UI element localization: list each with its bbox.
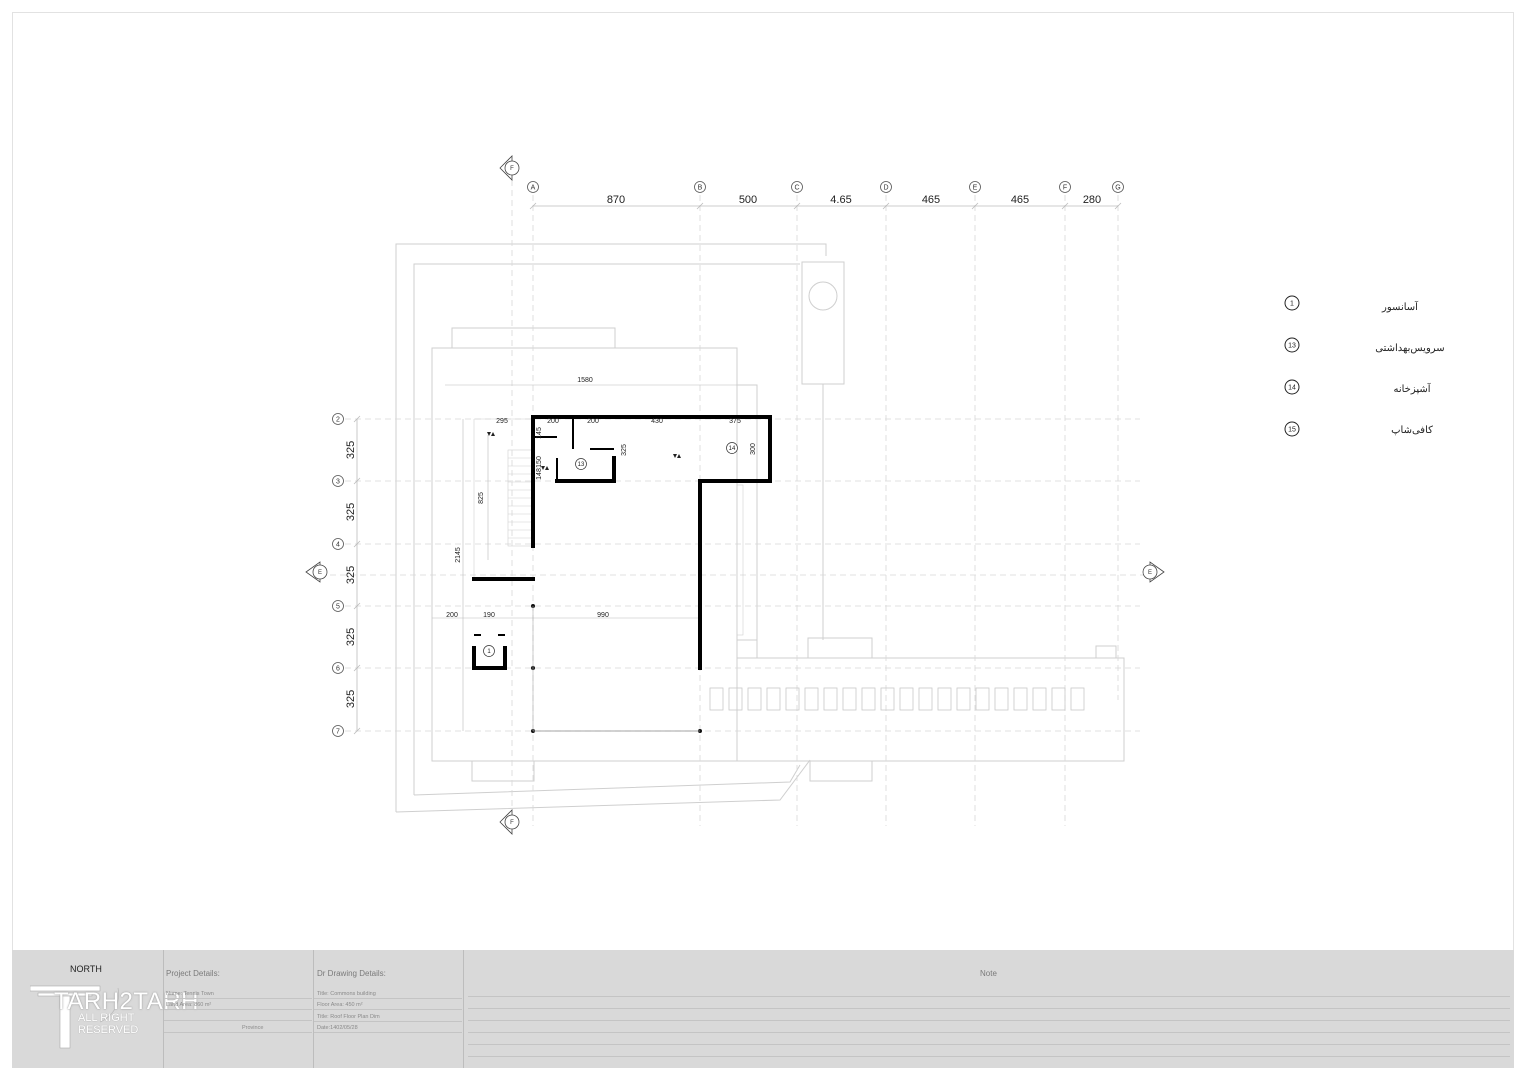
structural-columns bbox=[531, 604, 702, 733]
legend-markers: 1 13 14 15 bbox=[1284, 295, 1300, 437]
column-grid-bubbles: A B C D E F G bbox=[527, 181, 1124, 193]
row-grid-bubbles: 2 3 4 5 6 7 bbox=[332, 413, 344, 737]
dim-text: 148 bbox=[536, 468, 543, 480]
dim-text: 430 bbox=[651, 418, 663, 425]
dim-text: 200 bbox=[446, 612, 458, 619]
drawing-detail-row: Title: Commons building bbox=[317, 991, 376, 997]
dim-text: 280 bbox=[1083, 194, 1101, 206]
building-outline bbox=[395, 243, 1125, 813]
dim-text: 325 bbox=[345, 503, 357, 521]
bench-row bbox=[709, 687, 1085, 711]
grid-label-col: B bbox=[698, 185, 703, 192]
dim-text: 375 bbox=[729, 418, 741, 425]
level-markers bbox=[487, 432, 681, 470]
section-mark-label: E bbox=[1148, 570, 1152, 576]
logo-text: TARH2TARH bbox=[54, 988, 199, 1015]
grid-label-row: 5 bbox=[336, 604, 340, 611]
grid-lines bbox=[330, 180, 1150, 826]
dim-text: 150 bbox=[536, 456, 543, 468]
room-tag: 1 bbox=[487, 649, 491, 655]
legend-number: 14 bbox=[1288, 385, 1296, 392]
top-dimension-line bbox=[529, 202, 1122, 210]
left-dimension-line bbox=[353, 415, 361, 735]
dim-text: 145 bbox=[536, 427, 543, 439]
room-tags: 13 14 1 bbox=[483, 442, 738, 657]
legend-number: 1 bbox=[1290, 301, 1294, 308]
section-markers: F F E E bbox=[305, 155, 1165, 835]
section-mark-label: E bbox=[318, 570, 322, 576]
dim-text: 4.65 bbox=[830, 194, 851, 206]
stair bbox=[473, 418, 744, 636]
partition-walls bbox=[474, 419, 614, 636]
project-details-header: Project Details: bbox=[166, 969, 220, 978]
project-detail-row: Name: Tennis Town bbox=[166, 991, 214, 997]
grid-label-col: A bbox=[531, 185, 536, 192]
grid-label-col: D bbox=[883, 185, 888, 192]
note-cell: Note bbox=[464, 950, 1514, 1068]
grid-label-col: E bbox=[973, 185, 978, 192]
walls bbox=[472, 415, 772, 670]
dim-text: 325 bbox=[345, 566, 357, 584]
legend-number: 15 bbox=[1288, 427, 1296, 434]
dim-text: 325 bbox=[345, 441, 357, 459]
dim-text: 325 bbox=[345, 628, 357, 646]
dim-text: 325 bbox=[345, 690, 357, 708]
room-tag: 14 bbox=[729, 446, 736, 452]
dim-text: 300 bbox=[750, 443, 757, 455]
dim-text: 870 bbox=[607, 194, 625, 206]
dim-text: 2145 bbox=[455, 547, 462, 563]
project-detail-row: Province bbox=[242, 1025, 264, 1031]
section-mark-label: F bbox=[510, 166, 514, 172]
drawing-detail-row: Floor Area: 450 m² bbox=[317, 1002, 363, 1008]
grid-label-row: 4 bbox=[336, 542, 340, 549]
project-detail-row: Land Area: 860 m² bbox=[166, 1002, 212, 1008]
legend-label: کافی‌شاپ bbox=[1391, 425, 1433, 436]
dim-text: 1580 bbox=[577, 377, 593, 384]
grid-label-col: F bbox=[1063, 185, 1067, 192]
inner-dimension-lines bbox=[432, 384, 737, 731]
title-block: NORTH TARH2TARH ALL RIGHT RESERVED Proje… bbox=[12, 950, 1514, 1068]
dim-text: 200 bbox=[587, 418, 599, 425]
note-header: Note bbox=[980, 969, 997, 978]
grid-label-col: C bbox=[794, 185, 799, 192]
north-label: NORTH bbox=[70, 964, 102, 974]
roof-floor-plan: A B C D E F G 2 3 4 5 6 7 F F bbox=[305, 155, 1300, 835]
grid-label-row: 3 bbox=[336, 479, 340, 486]
grid-label-col: G bbox=[1115, 185, 1120, 192]
dim-text: 825 bbox=[478, 492, 485, 504]
dim-text: 465 bbox=[1011, 194, 1029, 206]
logo-subtext: ALL RIGHT RESERVED bbox=[78, 1012, 139, 1036]
legend-label: سرویس‌بهداشتی bbox=[1375, 343, 1445, 354]
dim-text: 200 bbox=[547, 418, 559, 425]
grid-label-row: 6 bbox=[336, 666, 340, 673]
section-mark-label: F bbox=[510, 820, 514, 826]
dim-text: 465 bbox=[922, 194, 940, 206]
drawing-detail-row: Title: Roof Floor Plan Dim bbox=[317, 1014, 380, 1020]
dim-text: 295 bbox=[496, 418, 508, 425]
grid-label-row: 7 bbox=[336, 729, 340, 736]
grid-dimensions: 870 500 4.65 465 465 280 325 325 325 325… bbox=[345, 194, 1101, 708]
drawing-details-cell: Dr Drawing Details: Title: Commons build… bbox=[314, 950, 464, 1068]
dim-text: 990 bbox=[597, 612, 609, 619]
legend-label: آشپزخانه bbox=[1393, 384, 1431, 395]
legend-label: آسانسور bbox=[1382, 302, 1418, 313]
dim-text: 190 bbox=[483, 612, 495, 619]
room-tag: 13 bbox=[578, 462, 585, 468]
drawing-details-header: Dr Drawing Details: bbox=[317, 969, 386, 978]
dim-text: 325 bbox=[621, 444, 628, 456]
project-details-cell: Project Details: Name: Tennis Town Land … bbox=[164, 950, 314, 1068]
dim-text: 500 bbox=[739, 194, 757, 206]
plan-dimensions: 1580 295 200 200 430 375 145 150 148 325… bbox=[446, 377, 757, 619]
title-block-logo-cell: NORTH TARH2TARH ALL RIGHT RESERVED bbox=[12, 950, 198, 1068]
drawing-detail-row: Date:1402/05/28 bbox=[317, 1025, 358, 1031]
legend-number: 13 bbox=[1288, 343, 1296, 350]
tarh2tarh-logo bbox=[30, 985, 119, 1049]
grid-label-row: 2 bbox=[336, 417, 340, 424]
